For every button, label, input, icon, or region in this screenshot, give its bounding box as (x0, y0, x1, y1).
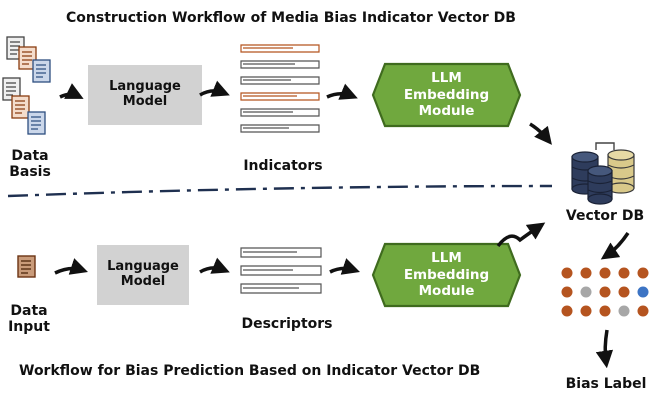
arrow-llm-to-vector-db-query (496, 222, 546, 248)
bias-dot-orange (618, 286, 630, 298)
descriptors-label: Descriptors (241, 316, 333, 332)
bias-dots-grid (561, 267, 649, 317)
bias-dot-orange (580, 305, 592, 317)
arrow-lm-to-indicators (199, 80, 230, 97)
bias-dot-orange (599, 286, 611, 298)
vector-db-label: Vector DB (565, 208, 645, 224)
bias-dot-gray (580, 286, 592, 298)
indicators-label: Indicators (243, 158, 323, 174)
bias-dot-orange (637, 267, 649, 279)
data-input-document-icon (17, 255, 36, 278)
bias-dot-orange (561, 267, 573, 279)
bias-dot-orange (580, 267, 592, 279)
bias-dot-orange (637, 305, 649, 317)
top-llm-embedding-module-shape (371, 62, 522, 128)
arrow-indicators-to-llm (326, 83, 358, 100)
vector-db-icon (571, 142, 635, 205)
bias-dot-blue (637, 286, 649, 298)
bottom-title: Workflow for Bias Prediction Based on In… (19, 363, 481, 379)
arrow-llm-to-vector-db (529, 122, 552, 145)
data-basis-documents-icon (2, 36, 51, 135)
arrow-data-basis-to-lm (59, 83, 84, 99)
bias-dot-orange (618, 267, 630, 279)
top-language-model-box (88, 65, 202, 125)
indicators-list-icon (240, 44, 320, 133)
bottom-language-model-box (97, 245, 189, 305)
arrow-data-input-to-lm (54, 258, 88, 275)
bias-dot-orange (561, 305, 573, 317)
section-separator (7, 184, 553, 198)
bias-dot-orange (599, 305, 611, 317)
arrow-vector-db-to-bias-dots (600, 232, 630, 260)
arrow-descriptors-to-llm (329, 258, 360, 275)
top-title: Construction Workflow of Media Bias Indi… (66, 10, 516, 26)
bias-label: Bias Label (565, 376, 647, 392)
bias-dot-orange (561, 286, 573, 298)
arrow-lm-to-descriptors (199, 257, 230, 274)
bottom-llm-embedding-module-shape (371, 242, 522, 308)
descriptors-list-icon (240, 247, 322, 294)
bias-dot-gray (618, 305, 630, 317)
arrow-dots-to-bias-label (595, 329, 614, 369)
bias-dot-orange (599, 267, 611, 279)
